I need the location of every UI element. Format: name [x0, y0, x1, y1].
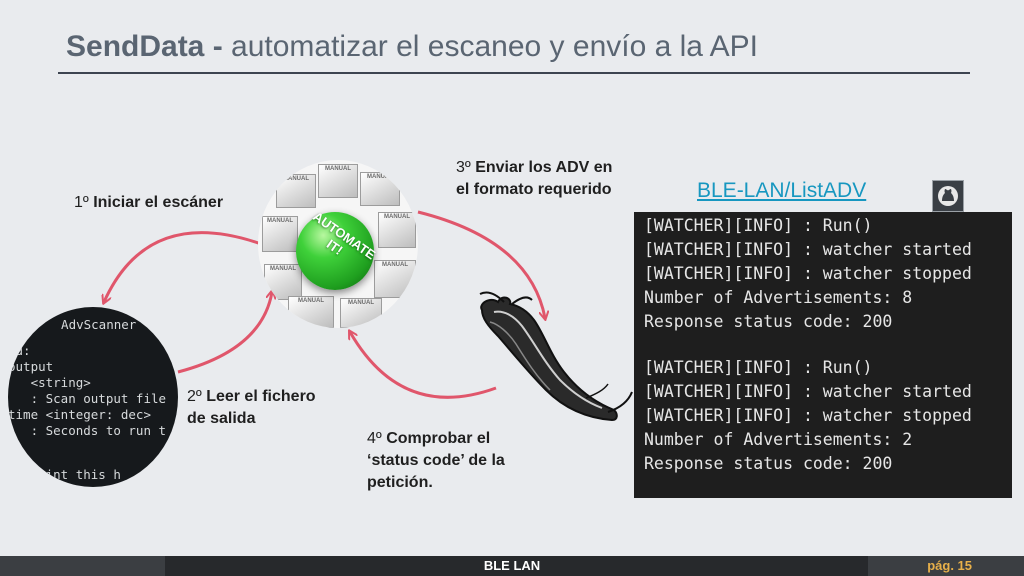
- step-4-label: 4º Comprobar el ‘status code’ de la peti…: [367, 430, 505, 491]
- code-line: : Scan output file: [8, 391, 167, 406]
- terminal-line: Number of Advertisements: 8: [644, 288, 913, 307]
- github-icon[interactable]: [932, 180, 964, 212]
- footer-right-segment: [868, 556, 1024, 576]
- manual-cube: MANUAL: [264, 264, 302, 300]
- step-2-label: 2º Leer el fichero de salida: [187, 388, 316, 427]
- code-line: Print this h: [8, 467, 121, 482]
- manual-cube: MANUAL: [262, 216, 298, 252]
- code-line: output: [8, 359, 54, 374]
- page-number: pág. 15: [927, 558, 972, 573]
- manual-cube: MANUAL: [276, 174, 316, 208]
- terminal-line: Response status code: 200: [644, 454, 893, 473]
- terminal-line: [WATCHER][INFO] : watcher started: [644, 240, 972, 259]
- footer-title: BLE LAN: [483, 558, 541, 573]
- code-line: AdvScanner: [46, 317, 137, 332]
- manual-cube: MANUAL: [340, 298, 382, 328]
- code-line: time <integer: dec>: [8, 407, 151, 422]
- footer-bar: BLE LAN pág. 15: [0, 556, 1024, 576]
- repo-link[interactable]: BLE-LAN/ListADV: [697, 179, 867, 202]
- title-underline: [58, 72, 970, 74]
- code-line: <string>: [8, 375, 91, 390]
- manual-cube: MANUAL: [360, 172, 400, 206]
- code-line: : Seconds to run t: [8, 423, 167, 438]
- terminal-line: [WATCHER][INFO] : watcher stopped: [644, 406, 972, 425]
- flask-logo-icon: [479, 291, 633, 422]
- footer-left-segment: [0, 556, 165, 576]
- step-3-label: 3º Enviar los ADV en el formato requerid…: [456, 159, 613, 198]
- manual-cube: MANUAL: [288, 296, 334, 328]
- terminal-line: Number of Advertisements: 2: [644, 430, 913, 449]
- scanner-code-image: AdvScanner ed: output <string> : Scan ou…: [8, 307, 178, 487]
- automate-it-image: MANUAL MANUAL MANUAL MANUAL MANUAL MANUA…: [258, 160, 418, 328]
- terminal-line: Response status code: 200: [644, 312, 893, 331]
- terminal-output: [WATCHER][INFO] : Run() [WATCHER][INFO] …: [634, 212, 1012, 498]
- manual-cube: MANUAL: [378, 212, 416, 248]
- slide-title: SendData - automatizar el escaneo y enví…: [66, 30, 758, 64]
- terminal-line: [WATCHER][INFO] : Run(): [644, 358, 873, 377]
- terminal-line: [WATCHER][INFO] : watcher stopped: [644, 264, 972, 283]
- arrow-step4: [350, 332, 497, 399]
- arrow-step1: [104, 231, 273, 302]
- arrow-step2: [177, 292, 272, 374]
- step-1-label: 1º Iniciar el escáner: [74, 194, 224, 211]
- title-bold: SendData -: [66, 30, 223, 63]
- terminal-line: [WATCHER][INFO] : watcher started: [644, 382, 972, 401]
- code-line: ed:: [8, 343, 31, 358]
- title-rest: automatizar el escaneo y envío a la API: [222, 30, 759, 63]
- automate-ball: [296, 212, 374, 290]
- terminal-line: [WATCHER][INFO] : Run(): [644, 216, 873, 235]
- manual-cube: MANUAL: [318, 164, 358, 198]
- arrow-step3: [417, 210, 545, 318]
- manual-cube: MANUAL: [374, 260, 416, 298]
